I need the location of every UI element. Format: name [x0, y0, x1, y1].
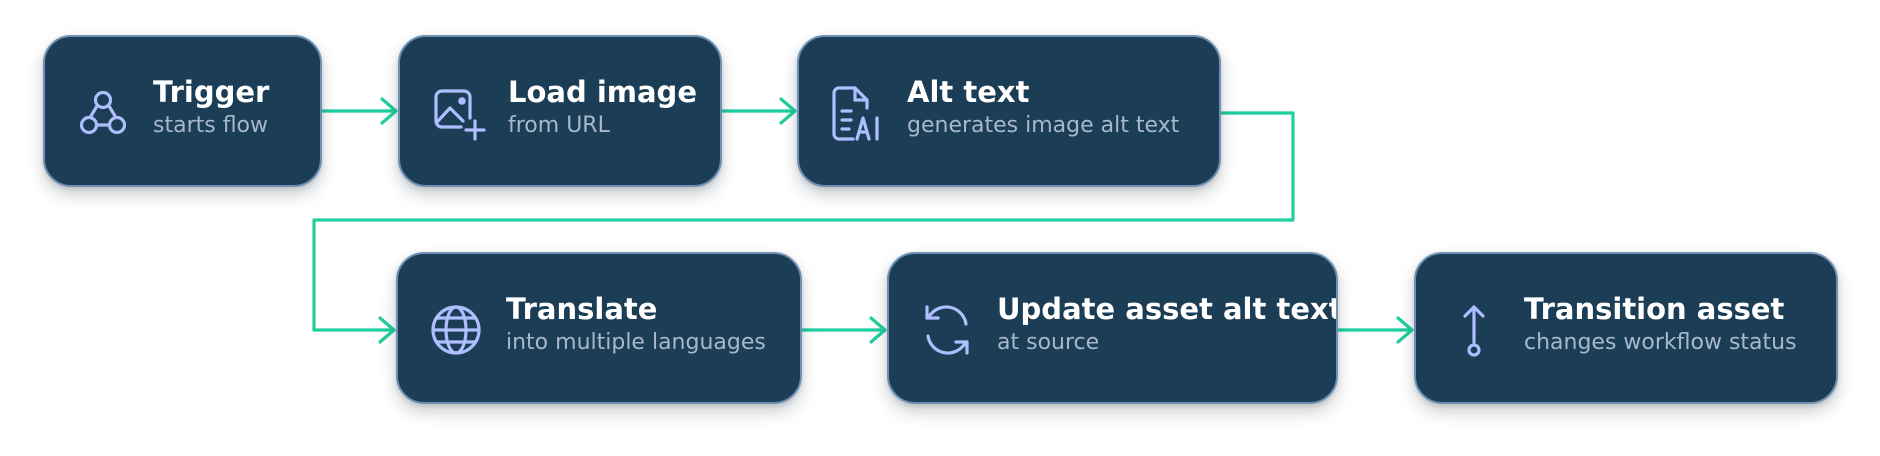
node-subtitle: starts flow — [153, 113, 269, 138]
node-text-load-image: Load image from URL — [508, 74, 702, 142]
refresh-icon — [917, 300, 977, 360]
node-subtitle: from URL — [508, 113, 610, 138]
node-text-translate: Translate into multiple languages — [506, 291, 782, 359]
node-title: Transition asset — [1524, 292, 1785, 326]
node-transition-asset[interactable]: Transition asset changes workflow status — [1414, 252, 1838, 404]
node-title: Update asset alt text — [997, 292, 1338, 326]
node-title: Translate — [506, 292, 658, 326]
image-add-icon — [428, 83, 488, 143]
node-text-trigger: Trigger starts flow — [153, 74, 302, 142]
node-translate[interactable]: Translate into multiple languages — [396, 252, 802, 404]
node-subtitle: generates image alt text — [907, 113, 1180, 138]
connector-alt-text-to-translate — [312, 111, 1295, 332]
node-text-alt-text: Alt text generates image alt text — [907, 74, 1201, 142]
node-subtitle: changes workflow status — [1524, 330, 1797, 355]
node-text-update-asset: Update asset alt text at source — [997, 291, 1338, 359]
node-title: Load image — [508, 75, 697, 109]
node-text-transition-asset: Transition asset changes workflow status — [1524, 291, 1818, 359]
arrowhead-update-asset-to-transition-asset — [1396, 316, 1414, 344]
node-update-asset[interactable]: Update asset alt text at source — [887, 252, 1338, 404]
arrowhead-alt-text-to-translate — [378, 316, 396, 344]
arrowhead-trigger-to-load-image — [380, 97, 398, 125]
globe-icon — [426, 300, 486, 360]
webhook-icon — [73, 83, 133, 143]
node-subtitle: into multiple languages — [506, 330, 766, 355]
node-trigger[interactable]: Trigger starts flow — [43, 35, 322, 187]
node-title: Alt text — [907, 75, 1030, 109]
node-subtitle: at source — [997, 330, 1100, 355]
transition-arrow-icon — [1444, 300, 1504, 360]
node-load-image[interactable]: Load image from URL — [398, 35, 722, 187]
node-title: Trigger — [153, 75, 270, 109]
arrowhead-translate-to-update-asset — [869, 316, 887, 344]
node-alt-text[interactable]: Alt text generates image alt text — [797, 35, 1221, 187]
arrowhead-load-image-to-alt-text — [779, 97, 797, 125]
ai-document-icon — [827, 83, 887, 143]
